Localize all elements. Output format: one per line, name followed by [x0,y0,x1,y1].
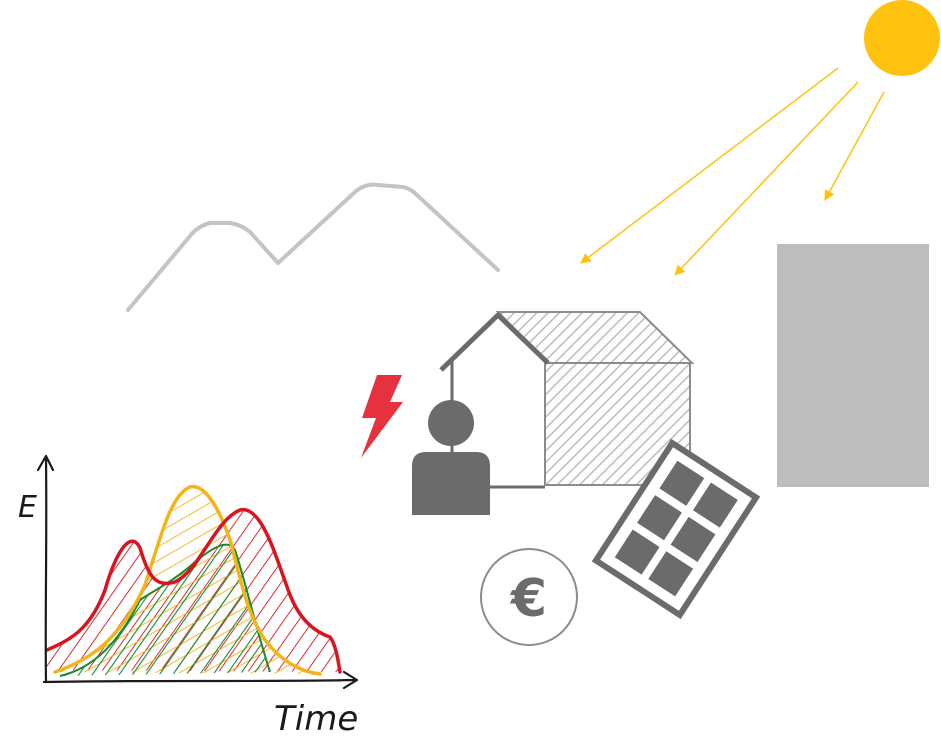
x-axis [42,670,359,690]
sun-rays [580,67,885,276]
sun-ray [824,91,885,201]
energy-chart: E Time [18,454,359,739]
euro-symbol: € [510,569,547,629]
lightning-icon [361,375,403,458]
red-curve [45,508,342,674]
building-icon [777,244,929,487]
y-axis-label: E [18,490,37,525]
euro-coin-icon: € [480,548,578,646]
sun-ray [674,81,859,276]
solar-panel-icon [591,438,761,620]
yellow-curve [53,485,322,676]
person-icon [412,400,490,515]
x-axis-label: Time [274,699,358,739]
sun-icon [864,0,940,76]
sun-ray [580,67,839,264]
y-axis [36,454,55,684]
mountain-icon [126,182,500,312]
